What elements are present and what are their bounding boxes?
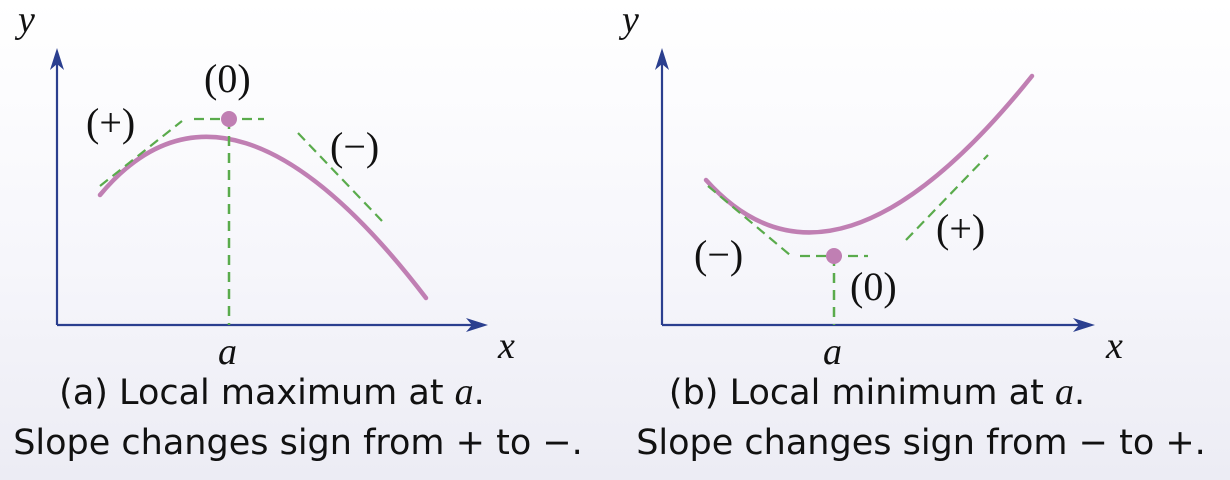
- caption-a-line2: Slope changes sign from + to −.: [13, 423, 583, 463]
- y-axis-label: y: [618, 0, 639, 41]
- tangent-negative: [297, 132, 383, 222]
- slope-label-center: (0): [204, 56, 251, 101]
- critical-point: [826, 248, 842, 264]
- critical-point: [221, 111, 237, 127]
- panel-local-maximum: y x a (+) (0) (−) (a) Local maximum at a…: [13, 0, 583, 463]
- slope-label-right: (−): [330, 124, 379, 169]
- caption-a-line1: (a) Local maximum at a.: [59, 371, 485, 413]
- caption-b-line2: Slope changes sign from − to +.: [636, 423, 1206, 463]
- x-axis-arrowhead: [466, 318, 488, 332]
- x-axis-label: x: [1105, 325, 1123, 367]
- panel-local-minimum: y x a (−) (0) (+) (b) Local minimum at a…: [618, 0, 1206, 463]
- a-tick-label: a: [218, 331, 237, 373]
- caption-b-line1: (b) Local minimum at a.: [669, 371, 1085, 413]
- curve-min: [703, 73, 1035, 235]
- x-axis-arrowhead: [1073, 318, 1095, 332]
- curve-max: [97, 134, 429, 301]
- tangent-negative: [707, 185, 791, 256]
- slope-label-center: (0): [850, 264, 897, 309]
- y-axis-label: y: [14, 0, 35, 41]
- tangent-positive: [99, 120, 183, 187]
- y-axis-arrowhead: [655, 48, 669, 70]
- slope-label-left: (+): [86, 100, 135, 145]
- tangent-positive: [905, 154, 989, 241]
- slope-label-left: (−): [694, 232, 743, 277]
- a-tick-label: a: [823, 331, 842, 373]
- x-axis-label: x: [497, 325, 515, 367]
- y-axis-arrowhead: [50, 48, 64, 70]
- slope-label-right: (+): [936, 206, 985, 251]
